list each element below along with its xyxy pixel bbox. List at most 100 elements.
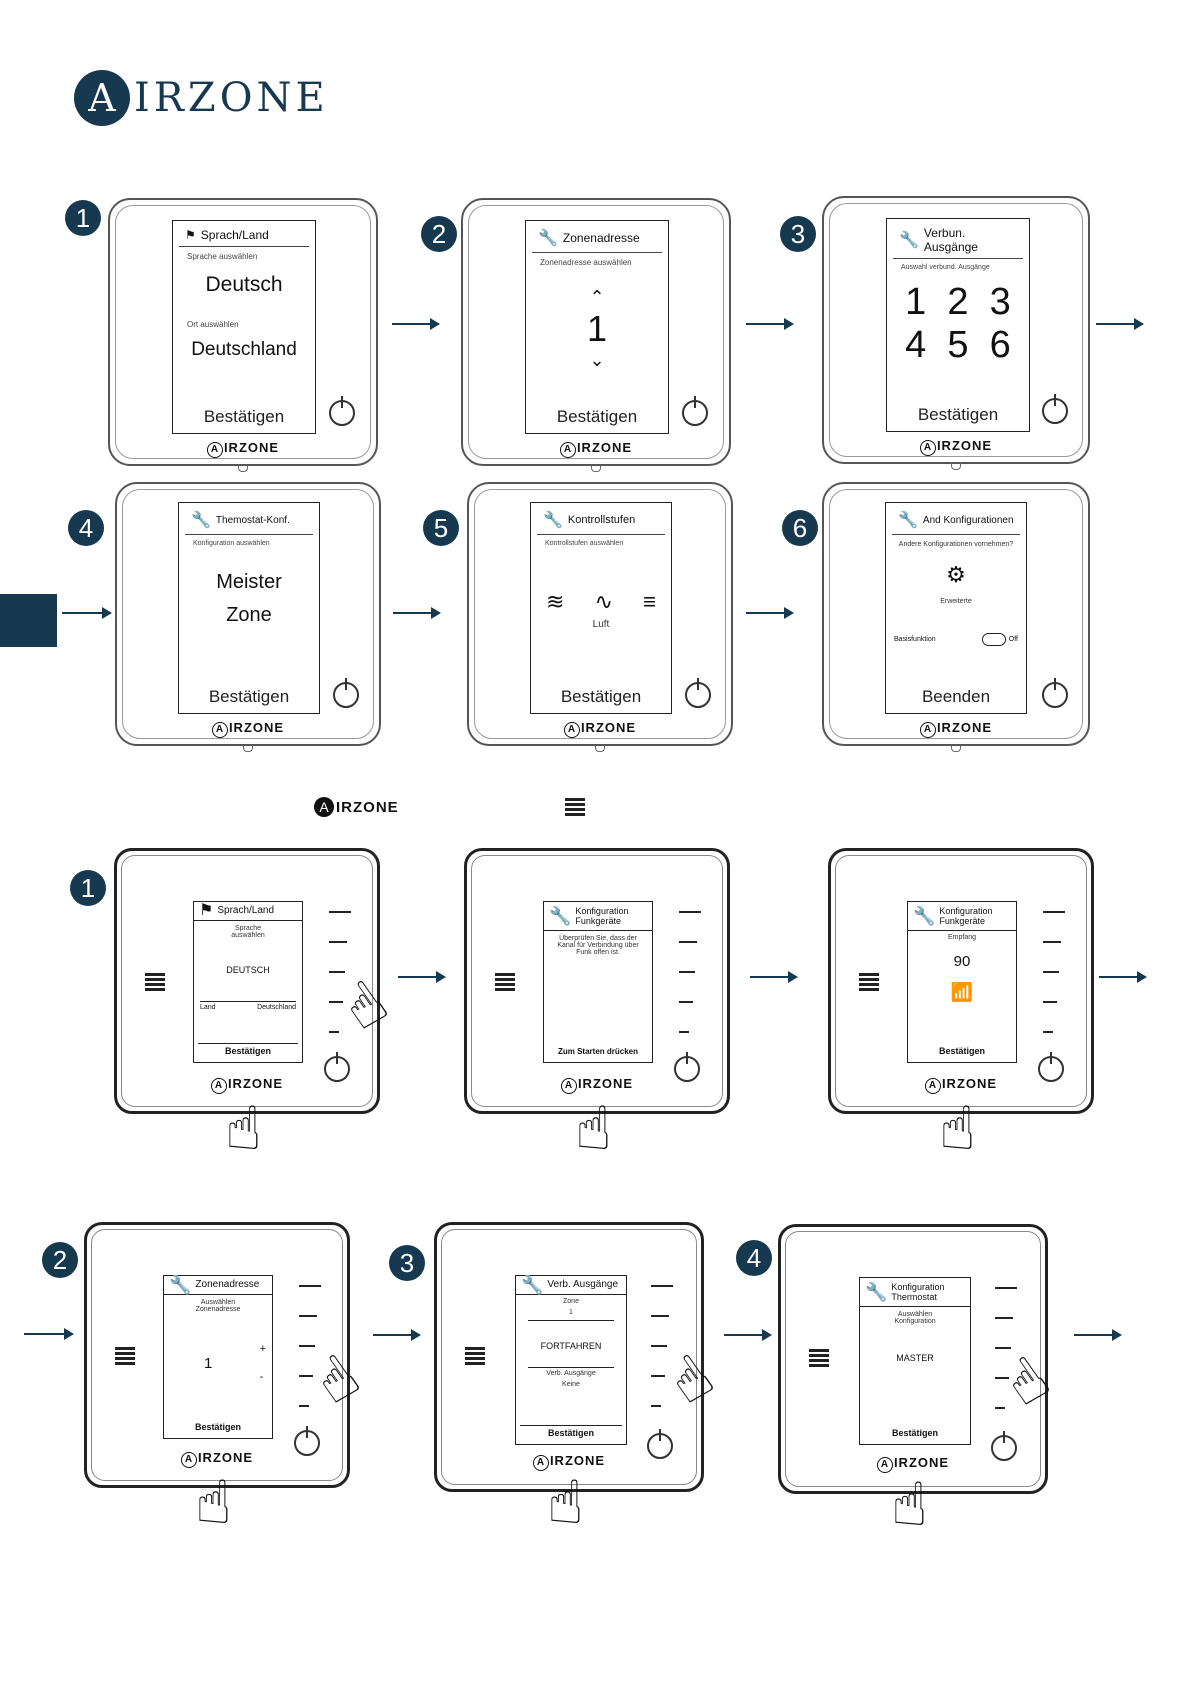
gear-icon[interactable]: ⚙: [946, 562, 966, 587]
power-icon[interactable]: [324, 1056, 350, 1082]
screen-subtitle: Ort auswählen: [187, 320, 239, 329]
power-icon[interactable]: [1042, 682, 1068, 708]
confirm-label[interactable]: Bestätigen: [891, 1428, 938, 1438]
arrow-icon: [24, 1328, 74, 1340]
touch-key[interactable]: [651, 1345, 667, 1347]
power-icon[interactable]: [329, 400, 355, 426]
wind-icon[interactable]: ∿: [594, 589, 614, 614]
touch-key[interactable]: [1043, 911, 1065, 913]
screen-header: 🔧Konfiguration Funkgeräte: [544, 902, 652, 931]
step-badge: 3: [780, 216, 816, 252]
config-option[interactable]: Zone: [226, 604, 272, 626]
screen-header: 🔧Themostat-Konf.: [185, 503, 313, 535]
blueface-screen: 🔧Zonenadresse Auswählen Zonenadresse 1 +…: [163, 1275, 273, 1439]
menu-icon[interactable]: [115, 1347, 135, 1365]
fan-speed-icons[interactable]: ≋ ∿ ≡: [531, 589, 671, 615]
touch-key[interactable]: [329, 1001, 343, 1003]
toggle-switch[interactable]: [981, 633, 1006, 646]
device-foot: [591, 465, 601, 472]
touch-key[interactable]: [299, 1405, 309, 1407]
confirm-label[interactable]: Bestätigen: [194, 1422, 241, 1432]
power-icon[interactable]: [1042, 398, 1068, 424]
touch-key[interactable]: [329, 971, 345, 973]
pointing-hand-icon: ☝: [302, 1341, 372, 1418]
chevron-down-icon[interactable]: ⌄: [589, 350, 605, 370]
touch-key[interactable]: [679, 1001, 693, 1003]
touch-key[interactable]: [299, 1315, 317, 1317]
menu-icon[interactable]: [465, 1347, 485, 1365]
touch-key[interactable]: [1043, 971, 1059, 973]
power-icon[interactable]: [685, 682, 711, 708]
touch-key[interactable]: [329, 1031, 339, 1033]
pointing-hand-icon: ☝: [939, 1095, 976, 1162]
touch-key[interactable]: [679, 1031, 689, 1033]
touch-key[interactable]: [1043, 1001, 1057, 1003]
start-action-label[interactable]: Zum Starten drücken: [557, 1047, 638, 1056]
outputs-label: Verb. Ausgänge: [528, 1367, 614, 1377]
chevron-up-icon[interactable]: ⌃: [589, 287, 605, 307]
menu-icon[interactable]: [809, 1349, 829, 1367]
screen-title: Konfiguration Funkgeräte: [939, 906, 993, 926]
wind-icon[interactable]: ≋: [546, 589, 565, 614]
config-option[interactable]: Meister: [216, 571, 282, 593]
touch-key[interactable]: [299, 1285, 321, 1287]
touch-key[interactable]: [651, 1375, 665, 1377]
touch-key[interactable]: [651, 1315, 669, 1317]
touch-key[interactable]: [329, 911, 351, 913]
arrow-icon: [724, 1329, 772, 1341]
touch-key[interactable]: [995, 1377, 1009, 1379]
menu-icon[interactable]: [495, 973, 515, 991]
screen-subtitle: Kontrollstufen auswählen: [545, 540, 624, 547]
touch-key[interactable]: [995, 1317, 1013, 1319]
touch-key[interactable]: [329, 941, 347, 943]
touch-key[interactable]: [995, 1287, 1017, 1289]
screen-title: Sprach/Land: [200, 228, 269, 242]
touch-key[interactable]: [995, 1407, 1005, 1409]
screen-subtitle: Auswählen Zonenadresse: [195, 1299, 241, 1313]
touch-key[interactable]: [651, 1285, 673, 1287]
step-badge: 4: [68, 510, 104, 546]
continue-label[interactable]: FORTFAHREN: [540, 1341, 602, 1351]
touch-key[interactable]: [651, 1405, 661, 1407]
power-icon[interactable]: [647, 1433, 673, 1459]
menu-icon[interactable]: [145, 973, 165, 991]
power-icon[interactable]: [333, 682, 359, 708]
touch-key[interactable]: [995, 1347, 1011, 1349]
finish-label: Beenden: [921, 687, 991, 706]
screen-title: And Konfigurationen: [922, 514, 1014, 526]
confirm-label[interactable]: Bestätigen: [198, 1043, 298, 1056]
power-icon[interactable]: [674, 1056, 700, 1082]
arrow-icon: [62, 607, 112, 619]
minus-icon[interactable]: -: [259, 1371, 264, 1383]
power-icon[interactable]: [991, 1435, 1017, 1461]
wind-icon[interactable]: ≡: [643, 589, 656, 614]
touch-key[interactable]: [299, 1375, 313, 1377]
power-icon[interactable]: [1038, 1056, 1064, 1082]
confirm-label[interactable]: Bestätigen: [520, 1425, 622, 1438]
arrow-icon: [1074, 1329, 1122, 1341]
pointing-hand-icon: ☝: [547, 1469, 584, 1536]
zone-value: 1: [528, 1309, 614, 1321]
basic-function-row: Basisfunktion Off: [894, 633, 1018, 646]
plus-icon[interactable]: +: [259, 1343, 266, 1355]
outputs-row-2[interactable]: 4 5 6: [905, 324, 1011, 366]
touch-key[interactable]: [679, 971, 695, 973]
config-value[interactable]: MASTER: [896, 1353, 934, 1363]
touch-key[interactable]: [1043, 1031, 1053, 1033]
touch-key[interactable]: [299, 1345, 315, 1347]
wrench-icon: 🔧: [191, 512, 211, 529]
menu-icon[interactable]: [859, 973, 879, 991]
language-value[interactable]: DEUTSCH: [226, 965, 270, 975]
touch-key[interactable]: [679, 911, 701, 913]
step-badge: 1: [65, 200, 101, 236]
touch-key[interactable]: [679, 941, 697, 943]
touch-key[interactable]: [1043, 941, 1061, 943]
confirm-label[interactable]: Bestätigen: [938, 1046, 985, 1056]
power-icon[interactable]: [682, 400, 708, 426]
power-icon[interactable]: [294, 1430, 320, 1456]
outputs-row-1[interactable]: 1 2 3: [905, 281, 1011, 323]
